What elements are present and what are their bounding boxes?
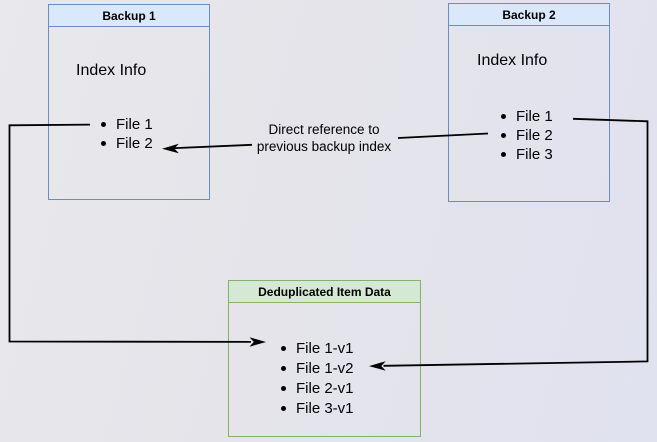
list-item: File 3 — [501, 145, 553, 164]
list-item: File 2-v1 — [281, 378, 354, 398]
bullet-icon — [281, 385, 286, 391]
dedup-file-list: File 1-v1 File 1-v2 File 2-v1 File 3-v1 — [281, 338, 354, 418]
backup1-file-list: File 1 File 2 — [101, 115, 153, 153]
list-item: File 1-v2 — [281, 358, 354, 378]
bullet-icon — [281, 345, 286, 351]
annotation-line: Direct reference to — [268, 122, 380, 137]
bullet-icon — [101, 122, 106, 127]
backup2-index-info-label: Index Info — [477, 52, 548, 69]
bullet-icon — [501, 114, 506, 119]
backup2-title: Backup 2 — [449, 4, 609, 26]
backup2-file-list: File 1 File 2 File 3 — [501, 107, 553, 164]
dedup-store-box: Deduplicated Item Data File 1-v1 File 1-… — [228, 280, 421, 437]
file-label: File 2 — [516, 127, 553, 144]
list-item: File 3-v1 — [281, 398, 354, 418]
file-label: File 2 — [116, 135, 153, 152]
backup1-title: Backup 1 — [49, 5, 209, 27]
bullet-icon — [101, 141, 106, 146]
file-label: File 1 — [116, 116, 153, 133]
list-item: File 2 — [501, 126, 553, 145]
list-item: File 2 — [101, 134, 153, 153]
file-label: File 1 — [516, 108, 553, 125]
bullet-icon — [281, 405, 286, 411]
file-label: File 1-v1 — [296, 339, 354, 357]
file-label: File 1-v2 — [296, 359, 354, 377]
bullet-icon — [501, 133, 506, 138]
file-label: File 3 — [516, 146, 553, 163]
backup1-box: Backup 1 Index Info File 1 File 2 — [48, 4, 210, 200]
file-label: File 3-v1 — [296, 399, 354, 417]
direct-reference-annotation: Direct reference to previous backup inde… — [240, 121, 408, 155]
annotation-line: previous backup index — [256, 139, 392, 154]
list-item: File 1-v1 — [281, 338, 354, 358]
backup2-box: Backup 2 Index Info File 1 File 2 File 3 — [448, 3, 610, 202]
dedup-store-title: Deduplicated Item Data — [229, 281, 420, 303]
backup1-index-info-label: Index Info — [76, 62, 147, 79]
bullet-icon — [501, 152, 506, 157]
bullet-icon — [281, 365, 286, 371]
file-label: File 2-v1 — [296, 379, 354, 397]
list-item: File 1 — [101, 115, 153, 134]
list-item: File 1 — [501, 107, 553, 126]
